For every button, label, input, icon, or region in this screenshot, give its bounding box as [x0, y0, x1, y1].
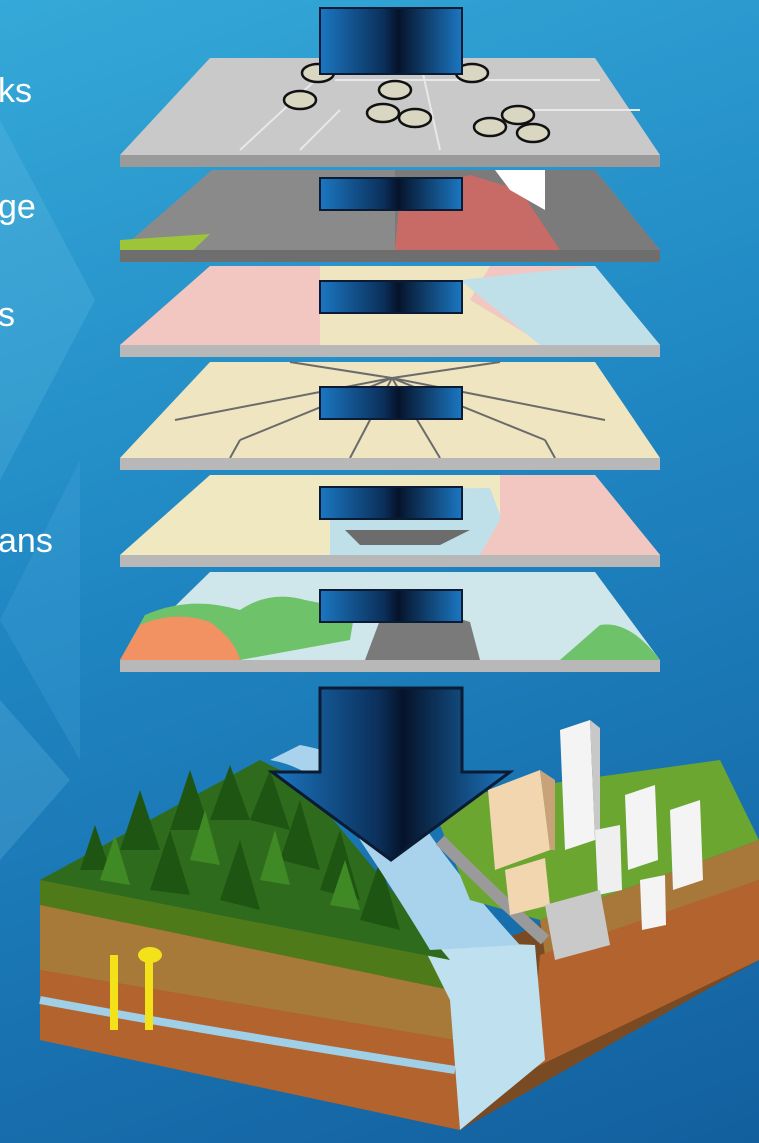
layer-label-1: ks [0, 72, 32, 110]
arrow-connector [319, 177, 463, 211]
point-feature [365, 102, 401, 124]
point-feature [500, 104, 536, 126]
arrow-connector [319, 7, 463, 75]
landscape-block [39, 720, 759, 1130]
point-feature [472, 116, 508, 138]
layer-label-4: ans [0, 522, 53, 560]
point-feature [397, 107, 433, 129]
layer-label-2: ge [0, 188, 36, 226]
arrow-connector [319, 280, 463, 314]
arrow-connector [319, 386, 463, 420]
point-feature [377, 79, 413, 101]
point-feature [282, 89, 318, 111]
layer-arrows [319, 7, 463, 623]
point-feature [515, 122, 551, 144]
layer-label-3: s [0, 296, 15, 334]
arrow-connector [319, 589, 463, 623]
down-arrow [267, 686, 515, 862]
arrow-connector [319, 486, 463, 520]
